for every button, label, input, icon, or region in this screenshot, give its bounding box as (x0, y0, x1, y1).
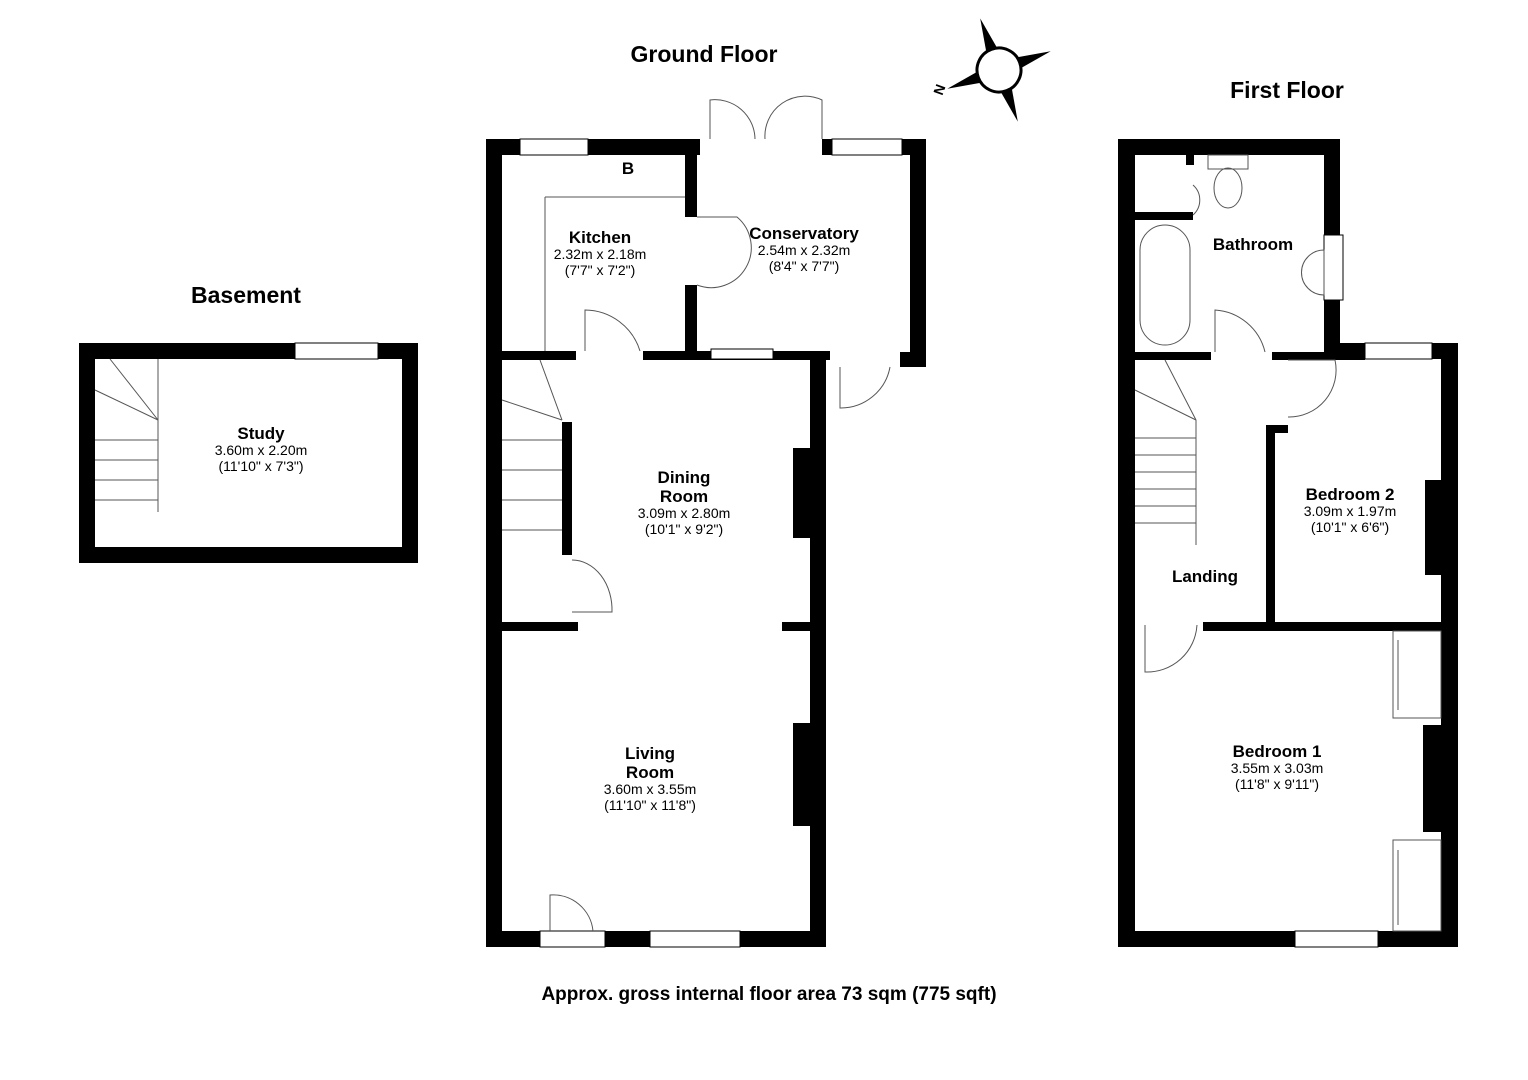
room-label-study: Study 3.60m x 2.20m (11'10" x 7'3") (215, 424, 308, 474)
window (649, 930, 741, 948)
room-dimensions-imperial: (7'7" x 7'2") (564, 261, 636, 278)
room-dimensions-imperial: (11'8" x 9'11") (1234, 775, 1320, 792)
room-dimensions-imperial: (8'4" x 7'7") (768, 257, 840, 274)
room-label-living-room: Living Room 3.60m x 3.55m (11'10" x 11'8… (604, 744, 697, 813)
window (1364, 342, 1433, 360)
basement-plan (79, 342, 418, 563)
staircase (501, 359, 563, 531)
room-name: Bedroom 1 (1232, 742, 1322, 761)
room-label-bedroom-2: Bedroom 2 3.09m x 1.97m (10'1" x 6'6") (1304, 485, 1397, 535)
room-label-bathroom: Bathroom (1212, 235, 1294, 254)
floor-area-footer: Approx. gross internal floor area 73 sqm… (541, 984, 997, 1005)
room-dimensions-imperial: (11'10" x 11'8") (604, 796, 696, 813)
basin (1301, 249, 1325, 296)
room-name: Dining (657, 468, 711, 487)
boiler-marker: B (621, 159, 635, 178)
ground-floor-plan (486, 95, 926, 948)
basement-title: Basement (191, 282, 301, 308)
room-name: Living (624, 744, 676, 763)
room-dimensions-metric: 2.54m x 2.32m (757, 242, 851, 259)
room-name: Room (659, 487, 709, 507)
window (519, 138, 589, 156)
room-dimensions-metric: 3.09m x 2.80m (637, 505, 731, 522)
window (1323, 234, 1344, 301)
doors (544, 95, 891, 932)
first-floor-plan (1118, 139, 1458, 948)
staircase (94, 358, 159, 512)
window (294, 342, 379, 360)
room-label-dining-room: Dining Room 3.09m x 2.80m (10'1" x 9'2") (638, 468, 731, 537)
first-floor-title: First Floor (1230, 77, 1344, 103)
room-name: Study (237, 424, 285, 443)
toilet (1213, 167, 1243, 209)
room-label-kitchen: Kitchen 2.32m x 2.18m (7'7" x 7'2") (554, 228, 647, 278)
room-name: Conservatory (749, 224, 859, 243)
room-dimensions-imperial: (10'1" x 9'2") (644, 520, 724, 537)
room-dimensions-imperial: (11'10" x 7'3") (218, 457, 304, 474)
room-name: Bedroom 2 (1305, 485, 1395, 504)
compass-icon (947, 18, 1051, 122)
room-dimensions-metric: 2.32m x 2.18m (553, 246, 647, 263)
room-label-bedroom-1: Bedroom 1 3.55m x 3.03m (11'8" x 9'11") (1231, 742, 1324, 792)
room-dimensions-metric: 3.09m x 1.97m (1303, 503, 1397, 520)
window (710, 348, 774, 360)
room-label-conservatory: Conservatory 2.54m x 2.32m (8'4" x 7'7") (749, 224, 859, 274)
room-name: Kitchen (568, 228, 632, 247)
room-name: Room (625, 763, 675, 783)
room-dimensions-metric: 3.60m x 3.55m (603, 781, 697, 798)
room-label-landing: Landing (1171, 567, 1239, 586)
room-dimensions-metric: 3.60m x 2.20m (214, 442, 308, 459)
bath (1139, 224, 1191, 346)
window (831, 138, 903, 156)
ground-floor-title: Ground Floor (630, 41, 778, 67)
room-dimensions-metric: 3.55m x 3.03m (1230, 760, 1324, 777)
room-dimensions-imperial: (10'1" x 6'6") (1310, 518, 1390, 535)
window (1294, 930, 1379, 948)
